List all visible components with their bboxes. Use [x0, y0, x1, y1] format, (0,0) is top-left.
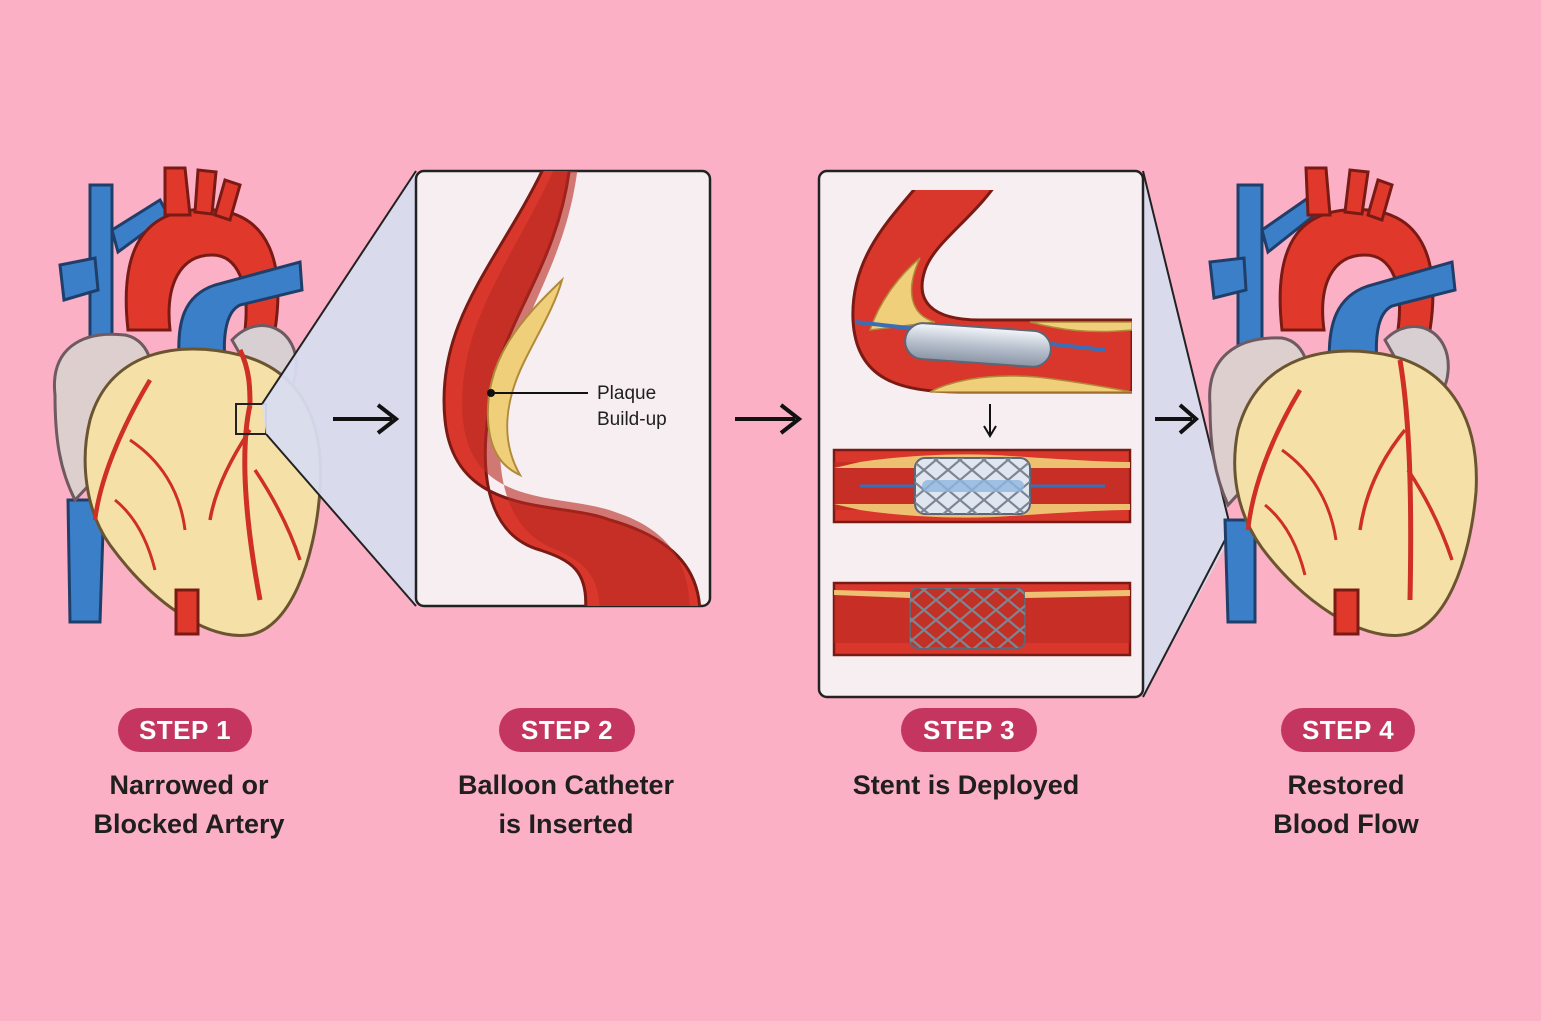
panel-step-3 [817, 169, 1145, 699]
step-2-caption: Balloon Catheter is Inserted [406, 766, 726, 844]
zoom-line-top [261, 170, 417, 405]
step-2-caption-line1: Balloon Catheter [457, 770, 675, 800]
plaque-label-line1: Plaque [597, 383, 656, 404]
step-3-badge: STEP 3 [901, 708, 1037, 752]
step-1-caption: Narrowed or Blocked Artery [29, 766, 349, 844]
balloon-in-artery [851, 190, 1132, 394]
step-4-badge: STEP 4 [1281, 708, 1415, 752]
arrow-right-icon [735, 403, 803, 435]
panel-step-2 [414, 169, 712, 608]
zoom-wedge-2 [1143, 171, 1232, 697]
arrow-right-icon [1155, 403, 1200, 435]
step-4-caption-line1: Restored [1287, 770, 1405, 800]
zoom-wedge-1 [262, 171, 416, 606]
step-2-badge: STEP 2 [499, 708, 635, 752]
plaque-label-line2: Build-up [597, 409, 667, 430]
stent-deployed [832, 581, 1132, 657]
step-1-badge: STEP 1 [118, 708, 252, 752]
arrow-right-icon [333, 403, 400, 435]
step-4-caption-line2: Blood Flow [1273, 809, 1419, 839]
stent-expanding [832, 448, 1132, 524]
step-1-caption-line2: Blocked Artery [93, 809, 285, 839]
step-3-caption: Stent is Deployed [806, 766, 1126, 805]
zoom-line-bottom-2 [1142, 539, 1226, 698]
step-4-caption: Restored Blood Flow [1186, 766, 1506, 844]
heart-illustration-blocked [52, 166, 323, 637]
step-3-caption-line1: Stent is Deployed [852, 770, 1080, 800]
step-1-caption-line1: Narrowed or [109, 770, 269, 800]
arrow-down-icon [983, 404, 997, 438]
zoom-line-bottom [265, 433, 417, 607]
step-2-caption-line2: is Inserted [498, 809, 634, 839]
heart-illustration-restored [1208, 166, 1478, 637]
